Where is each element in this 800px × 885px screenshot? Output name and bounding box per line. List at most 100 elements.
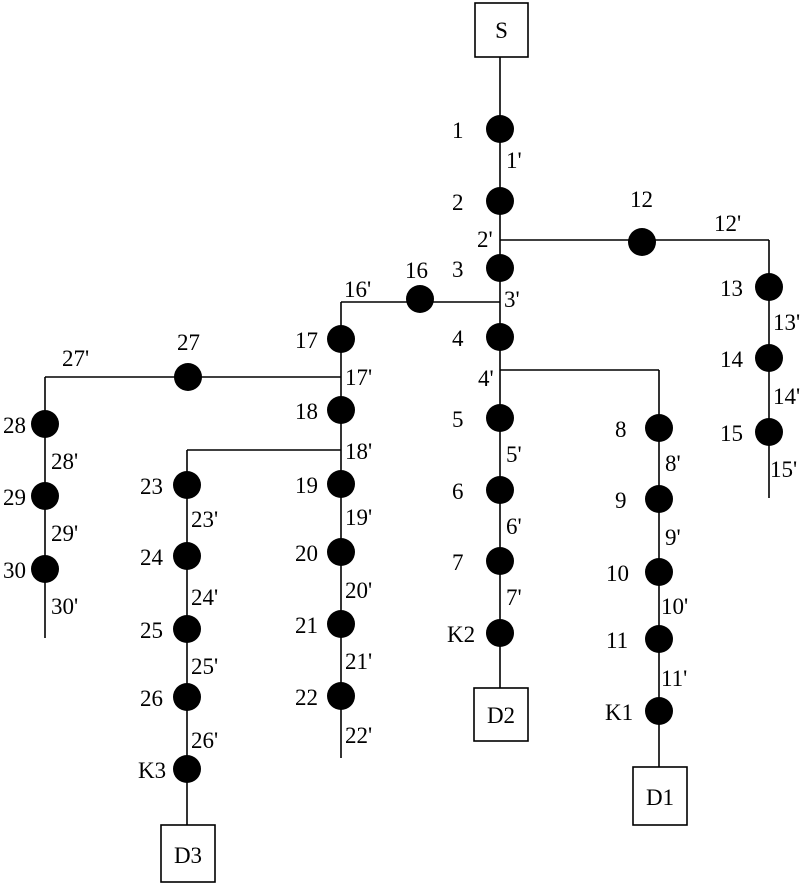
node-label-k1: K1	[605, 700, 633, 725]
node-15	[755, 418, 783, 446]
edge-label-22: 22'	[345, 723, 372, 748]
node-label-7: 7	[452, 550, 464, 575]
node-label-5: 5	[452, 407, 464, 432]
edge-label-8: 8'	[665, 451, 681, 476]
node-5	[486, 404, 514, 432]
node-label-28: 28	[3, 413, 26, 438]
node-6	[486, 476, 514, 504]
node-11	[645, 625, 673, 653]
d2-box-label: D2	[487, 703, 515, 728]
node-labels: 1 2 3 4 5 6 7 K2 12 13 14 15 16 17 18 19…	[3, 118, 744, 783]
node-label-10: 10	[606, 561, 629, 586]
d1-box	[632, 766, 688, 826]
edge-label-23: 23'	[191, 507, 218, 532]
node-17	[327, 325, 355, 353]
node-24	[173, 542, 201, 570]
node-4	[486, 323, 514, 351]
edge-label-17: 17'	[345, 365, 372, 390]
node-8	[645, 414, 673, 442]
edge-label-13: 13'	[773, 310, 800, 335]
node-label-17: 17	[295, 328, 318, 353]
edge-label-24: 24'	[191, 585, 218, 610]
node-label-20: 20	[295, 541, 318, 566]
node-label-11: 11	[606, 628, 628, 653]
node-label-12: 12	[630, 187, 653, 212]
node-30	[31, 555, 59, 583]
node-label-13: 13	[720, 276, 743, 301]
node-12	[628, 228, 656, 256]
node-label-k3: K3	[138, 758, 166, 783]
edge-label-25: 25'	[191, 654, 218, 679]
node-label-6: 6	[452, 479, 464, 504]
d1-box-label: D1	[646, 785, 674, 810]
edge-label-9: 9'	[665, 525, 681, 550]
edge-label-20: 20'	[345, 578, 372, 603]
edge-label-5: 5'	[506, 442, 522, 467]
node-1	[486, 115, 514, 143]
edge-label-15: 15'	[770, 457, 797, 482]
node-k2	[486, 619, 514, 647]
node-label-8: 8	[615, 417, 627, 442]
node-label-24: 24	[140, 545, 164, 570]
node-label-23: 23	[140, 474, 163, 499]
edge-label-3: 3'	[504, 287, 520, 312]
nodes	[31, 115, 783, 783]
d2-box	[473, 687, 529, 742]
node-29	[31, 482, 59, 510]
node-18	[327, 396, 355, 424]
node-16	[406, 285, 434, 313]
node-28	[31, 410, 59, 438]
edge-label-29: 29'	[51, 521, 78, 546]
node-9	[645, 485, 673, 513]
d3-box	[160, 824, 216, 883]
node-label-18: 18	[295, 399, 318, 424]
node-14	[755, 344, 783, 372]
edge-label-14: 14'	[773, 384, 800, 409]
edge-label-19: 19'	[345, 505, 372, 530]
node-label-30: 30	[3, 558, 26, 583]
node-10	[645, 558, 673, 586]
node-label-14: 14	[720, 347, 744, 372]
node-20	[327, 538, 355, 566]
node-label-27: 27	[177, 330, 200, 355]
d3-box-label: D3	[174, 843, 202, 868]
node-27	[174, 363, 202, 391]
source-box	[474, 2, 529, 58]
edge-label-7: 7'	[506, 585, 522, 610]
node-21	[327, 610, 355, 638]
node-label-29: 29	[3, 485, 26, 510]
node-label-2: 2	[452, 190, 464, 215]
edge-label-27: 27'	[62, 346, 89, 371]
edge-label-28: 28'	[51, 449, 78, 474]
node-label-21: 21	[295, 613, 318, 638]
node-label-k2: K2	[447, 622, 475, 647]
source-box-label: S	[495, 18, 508, 43]
node-label-22: 22	[295, 685, 318, 710]
edge-label-16: 16'	[344, 277, 371, 302]
node-25	[173, 615, 201, 643]
edge-label-4: 4'	[478, 366, 494, 391]
edge-label-21: 21'	[345, 649, 372, 674]
node-label-1: 1	[452, 118, 464, 143]
edge-label-1: 1'	[506, 148, 522, 173]
node-19	[327, 470, 355, 498]
node-13	[755, 273, 783, 301]
node-label-26: 26	[140, 686, 163, 711]
node-22	[327, 682, 355, 710]
node-label-4: 4	[452, 326, 464, 351]
edge-label-18: 18'	[345, 439, 372, 464]
node-label-3: 3	[452, 257, 464, 282]
edge-labels: 1' 2' 3' 4' 5' 6' 7' 12' 13' 14' 15' 16'…	[51, 148, 800, 753]
node-7	[486, 547, 514, 575]
edge-label-2: 2'	[477, 227, 493, 252]
node-label-15: 15	[720, 421, 743, 446]
node-label-9: 9	[615, 488, 627, 513]
edge-label-11: 11'	[661, 666, 687, 691]
node-label-25: 25	[140, 618, 163, 643]
edge-label-12: 12'	[714, 211, 741, 236]
node-k3	[173, 755, 201, 783]
node-2	[486, 187, 514, 215]
edge-label-10: 10'	[661, 594, 688, 619]
edge-label-30: 30'	[51, 594, 78, 619]
